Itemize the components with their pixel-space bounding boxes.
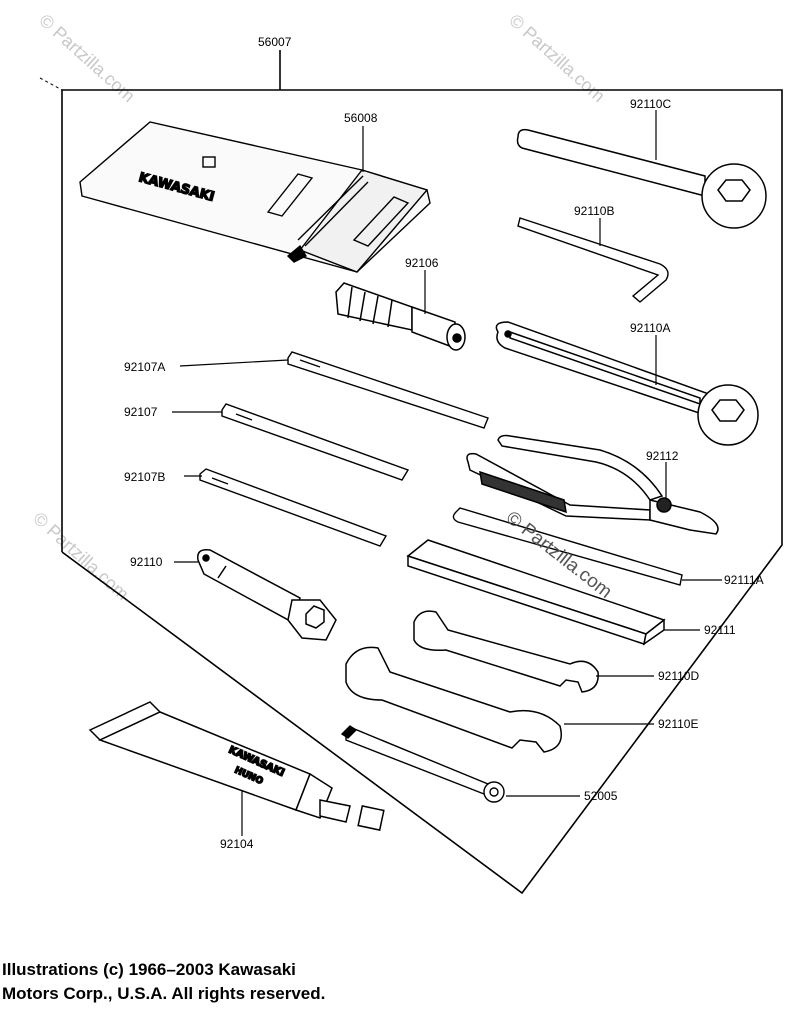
plug-wrench-92110-hole [202,554,210,562]
part-label-92110: 92110 [130,555,163,569]
screwdriver-92107-shaft [221,403,410,481]
copyright-notice: Illustrations (c) 1966–2003 Kawasaki Mot… [2,958,522,1006]
part-label-92110b: 92110B [574,204,614,218]
bar-92111a-body [452,507,683,586]
part-label-92104: 92104 [220,837,254,851]
tool-bag-label-square [202,156,216,168]
tool-bag-pocket-1 [266,173,314,217]
bar-92111a [452,507,683,586]
bar-92111 [406,539,666,646]
grease-tube-92104-cap [357,805,385,831]
pliers-92112-pivot [656,497,672,513]
part-label-92110d: 92110D [658,669,699,683]
part-label-92107: 92107 [124,405,158,419]
part-label-56007: 56007 [258,35,292,49]
plug-wrench-92110-tube [197,548,301,624]
handle-92106-knurl-1 [347,286,353,319]
ring-wrench-92110c-shaft [516,128,706,197]
ring-wrench-92110c [516,128,767,229]
screwdriver-92107a-leader [179,359,289,367]
part-label-92110a: 92110A [630,321,670,335]
hex-key-92110b [517,217,669,303]
part-label-92111a: 92111A [724,573,764,587]
part-label-92107b: 92107B [124,470,165,484]
open-wrench-92110e [345,646,562,753]
kit-dashed-line [39,77,63,91]
pliers-92112-grip [479,470,567,514]
screwdriver-92107b-shaft [199,468,388,547]
screwdriver-92107b [199,468,388,547]
socket-wrench-52005-tip [340,725,358,739]
pin-wrench-92110a-inner [509,330,701,406]
open-wrench-92110d [413,610,599,693]
open-wrench-92110e-body [345,646,562,753]
tool-bag: KAWASAKI [79,121,431,273]
screwdriver-92107a-shaft [287,351,489,429]
watermark-top-left: © Partzilla.com [35,10,139,106]
ring-wrench-92110c-hex [717,179,751,202]
screwdriver-92107 [221,403,410,481]
handle-92106-knurl-4 [387,299,393,328]
pin-wrench-92110a-pin [504,330,512,338]
screwdriver-92107a-mark [299,359,321,368]
plug-wrench-92110 [197,548,337,641]
handle-92106 [335,282,466,351]
grease-tube-92104-nozzle [319,799,351,823]
hex-key-92110b-long [517,217,669,303]
bar-92111-top [406,539,666,635]
part-label-92111: 92111 [704,623,736,637]
open-wrench-92110d-body [413,610,599,693]
pin-wrench-92110a [495,321,759,446]
part-label-92107a: 92107A [124,360,165,374]
part-label-92110c: 92110C [630,97,671,111]
watermark-top-right: © Partzilla.com [505,10,609,106]
tool-bag-fold-2 [304,181,369,247]
watermark-mid-left: © Partzilla.com [29,508,133,604]
kit-outline [39,50,783,895]
tool-bag-flap [298,169,429,273]
handle-92106-knurl-2 [359,291,366,322]
grease-tube-92104-body [98,711,311,811]
part-label-56008: 56008 [344,111,378,125]
screwdriver-92107-mark [235,413,253,421]
plug-wrench-92110-hex [305,605,325,629]
pliers-92112-upper-handle [497,434,664,501]
handle-92106-hole [452,333,462,343]
socket-wrench-52005-shaft [345,727,489,795]
tool-bag-pocket-2 [352,196,410,247]
tool-bag-tab [286,244,307,263]
part-label-92112: 92112 [646,449,679,463]
part-label-92110e: 92110E [658,717,698,731]
copyright-line-2: Motors Corp., U.S.A. All rights reserved… [2,984,326,1003]
grease-tube-92104: KAWASAKI HUNO [88,701,385,831]
kit-border [61,89,783,895]
pin-wrench-92110a-hex [711,399,745,422]
screwdriver-92107b-mark [211,477,229,485]
tool-bag-fold [297,175,364,241]
handle-92106-knurl-3 [372,295,379,325]
part-label-92106: 92106 [405,256,439,270]
socket-wrench-52005-hole [489,787,499,797]
part-label-52005: 52005 [584,789,618,803]
socket-wrench-52005 [340,725,505,803]
pliers-92112 [466,434,719,535]
screwdriver-92107a [287,351,489,429]
plug-wrench-92110-ridge [217,565,227,579]
handle-92106-body [335,282,413,331]
copyright-line-1: Illustrations (c) 1966–2003 Kawasaki [2,960,296,979]
